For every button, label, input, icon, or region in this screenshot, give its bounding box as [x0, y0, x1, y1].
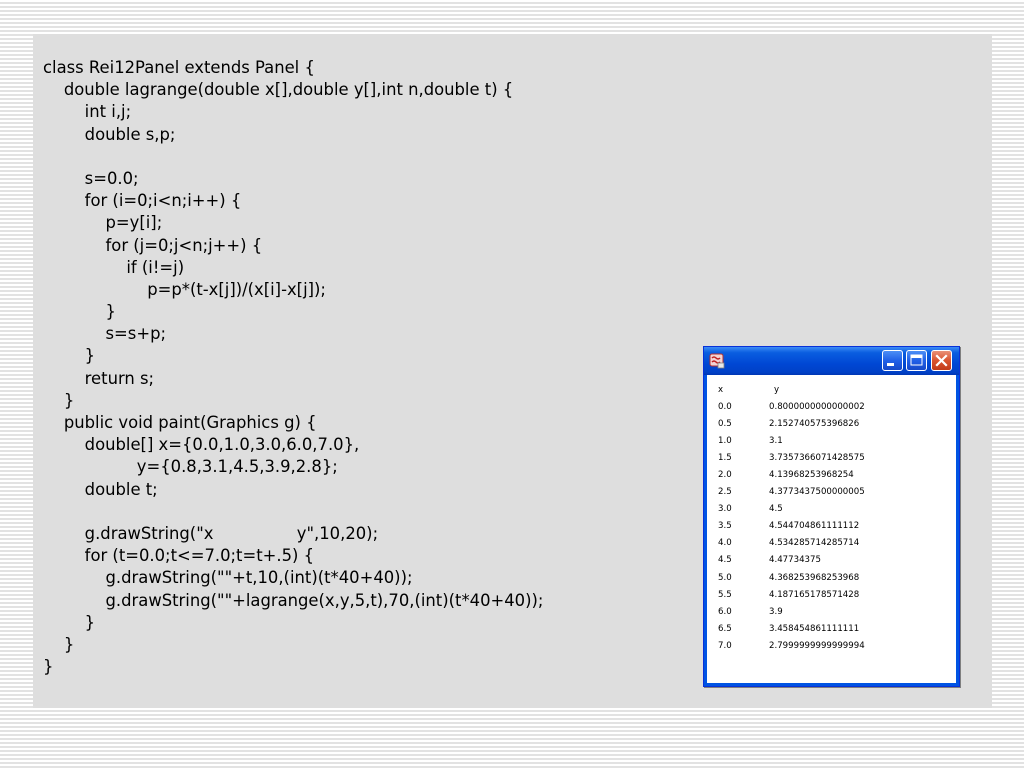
code-line: for (t=0.0;t<=7.0;t=t+.5) { — [43, 546, 315, 566]
row-x-value: 4.0 — [718, 538, 732, 549]
code-line: } — [43, 657, 54, 677]
row-x-value: 4.5 — [718, 555, 732, 566]
java-coffee-icon[interactable] — [709, 353, 725, 369]
code-line: s=0.0; — [43, 168, 139, 188]
code-line: for (i=0;i<n;i++) { — [43, 191, 242, 211]
row-y-value: 2.152740575396826 — [769, 419, 860, 430]
java-source-code: class Rei12Panel extends Panel { double … — [43, 57, 543, 678]
row-y-value: 4.187165178571428 — [769, 589, 860, 600]
row-x-value: 1.5 — [718, 453, 732, 464]
row-y-value: 3.7357366071428575 — [769, 453, 865, 464]
applet-output-area: x y 0.0 0.8000000000000002 0.5 2.1527405753… — [707, 375, 956, 683]
close-button[interactable] — [931, 350, 952, 371]
code-line: double s,p; — [43, 124, 176, 144]
row-y-value: 4.47734375 — [769, 555, 821, 566]
code-line: class Rei12Panel extends Panel { — [43, 58, 315, 77]
row-x-value: 7.0 — [718, 640, 732, 651]
maximize-icon — [910, 354, 923, 366]
code-line: double lagrange(double x[],double y[],in… — [43, 80, 514, 100]
code-line: for (j=0;j<n;j++) { — [43, 235, 263, 255]
row-y-value: 4.544704861111112 — [769, 521, 860, 532]
column-header-y: y — [774, 385, 780, 395]
column-header-x: x — [718, 385, 724, 395]
row-y-value: 3.458454861111111 — [769, 623, 860, 634]
row-y-value: 3.1 — [769, 436, 783, 447]
code-line — [43, 146, 543, 168]
applet-window[interactable]: x y 0.0 0.8000000000000002 0.5 2.1527405753… — [703, 346, 960, 687]
close-icon — [935, 354, 948, 367]
code-line: } — [43, 390, 75, 410]
code-line: int i,j; — [43, 102, 132, 122]
code-line: double t; — [43, 479, 158, 499]
row-x-value: 1.0 — [718, 436, 732, 447]
code-line: g.drawString(""+lagrange(x,y,5,t),70,(in… — [43, 590, 544, 610]
window-title-bar[interactable] — [704, 347, 959, 375]
minimize-icon — [887, 363, 894, 366]
minimize-button[interactable] — [882, 350, 903, 371]
row-x-value: 6.5 — [718, 623, 732, 634]
row-y-value: 4.5 — [769, 504, 783, 515]
code-line: } — [43, 302, 116, 322]
code-line: p=y[i]; — [43, 213, 163, 233]
code-line: } — [43, 346, 96, 366]
code-line: } — [43, 634, 75, 654]
code-line: if (i!=j) — [43, 257, 185, 277]
row-x-value: 3.5 — [718, 521, 732, 532]
row-y-value: 0.8000000000000002 — [769, 402, 865, 412]
row-y-value: 4.13968253968254 — [769, 470, 854, 481]
row-y-value: 3.9 — [769, 606, 783, 617]
row-y-value: 2.7999999999999994 — [769, 640, 865, 651]
row-y-value: 4.368253968253968 — [769, 572, 860, 583]
row-x-value: 6.0 — [718, 606, 732, 617]
code-line: s=s+p; — [43, 324, 166, 344]
maximize-button[interactable] — [906, 350, 927, 371]
code-line: y={0.8,3.1,4.5,3.9,2.8}; — [43, 457, 338, 477]
code-line: return s; — [43, 368, 155, 388]
code-line: public void paint(Graphics g) { — [43, 413, 317, 432]
code-line: p=p*(t-x[j])/(x[i]-x[j]); — [43, 279, 326, 299]
code-line: } — [43, 612, 96, 632]
row-x-value: 2.0 — [718, 470, 732, 481]
row-x-value: 5.5 — [718, 589, 732, 600]
code-line: double[] x={0.0,1.0,3.0,6.0,7.0}, — [43, 435, 360, 455]
row-y-value: 4.534285714285714 — [769, 538, 860, 549]
row-x-value: 0.5 — [718, 419, 732, 430]
code-line: g.drawString(""+t,10,(int)(t*40+40)); — [43, 568, 413, 588]
row-x-value: 5.0 — [718, 572, 732, 583]
code-line: g.drawString("x y",10,20); — [43, 523, 379, 543]
row-y-value: 4.3773437500000005 — [769, 487, 865, 498]
row-x-value: 0.0 — [718, 402, 732, 412]
row-x-value: 2.5 — [718, 487, 732, 498]
code-line — [43, 501, 543, 523]
row-x-value: 3.0 — [718, 504, 732, 515]
